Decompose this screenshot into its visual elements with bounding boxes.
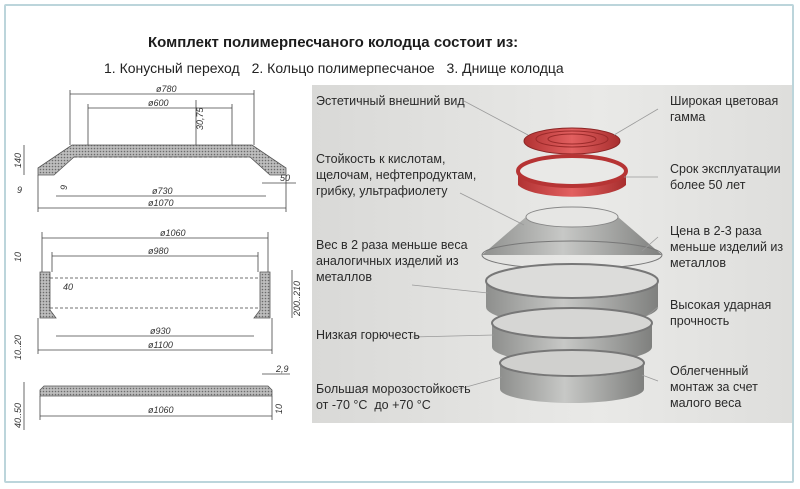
- page-title: Комплект полимерпесчаного колодца состои…: [148, 34, 519, 51]
- dim-base-edge: 10: [274, 404, 284, 414]
- manhole-exploded-view: [411, 100, 663, 403]
- base-drawing: [23, 373, 290, 430]
- feature-easy-installation: Облегченный монтаж за счет малого веса: [670, 364, 758, 410]
- dim-cone-bottom-inner: ø730: [152, 186, 173, 196]
- components-list: 1. Конусный переход 2. Кольцо полимерпес…: [104, 60, 572, 76]
- dim-cone-wall: 9: [59, 185, 69, 190]
- dim-cone-top-outer: ø780: [156, 84, 177, 94]
- dim-base-thk: 40..50: [13, 403, 23, 428]
- dim-ring-height: 200..210: [292, 281, 302, 317]
- technical-drawings: ø780 ø600 30,75 140 9 9 50 ø730 ø1070 ø1…: [13, 84, 302, 430]
- feature-impact-strength: Высокая ударная прочность: [670, 298, 772, 328]
- dim-cone-step: 50: [280, 173, 290, 183]
- dim-ring-top: ø1060: [160, 228, 186, 238]
- dim-ring-inner-bottom: ø930: [150, 326, 171, 336]
- feature-service-life: Срок эксплуатации более 50 лет: [670, 162, 781, 192]
- hatch-frame: [516, 154, 628, 197]
- cover-lid: [523, 127, 621, 155]
- dim-ring-top-thk: 10: [13, 252, 23, 262]
- component-ring: 2. Кольцо полимерпесчаное: [251, 60, 435, 76]
- dim-cone-top-inner: ø600: [148, 98, 169, 108]
- feature-frost-resistance: Большая морозостойкость от -70 °С до +70…: [316, 382, 471, 412]
- dim-ring-bottom-thk: 10..20: [13, 335, 23, 360]
- feature-light-weight: Вес в 2 раза меньше веса аналогичных изд…: [316, 238, 468, 284]
- dim-cone-angle: 30,75: [195, 106, 205, 130]
- dim-base-diameter: ø1060: [148, 405, 174, 415]
- product-panel: Эстетичный внешний вид Стойкость к кисло…: [312, 85, 792, 423]
- cone-section: [481, 206, 663, 270]
- dim-ring-wall: 40: [63, 282, 73, 292]
- dim-ring-inner-top: ø980: [148, 246, 169, 256]
- dim-base-rim: 2,9: [275, 364, 289, 374]
- base-section: [499, 349, 645, 403]
- dim-cone-height: 140: [13, 153, 23, 168]
- dim-cone-flange: 9: [17, 185, 22, 195]
- feature-chemical-resistance: Стойкость к кислотам, щелочам, нефтепрод…: [316, 152, 477, 198]
- feature-low-flammability: Низкая горючесть: [316, 328, 420, 342]
- ring-drawing: [37, 232, 293, 354]
- component-base: 3. Днище колодца: [446, 60, 564, 76]
- page-frame: [4, 4, 794, 483]
- feature-price: Цена в 2-3 раза меньше изделий из металл…: [670, 224, 784, 270]
- dim-cone-bottom-outer: ø1070: [148, 198, 174, 208]
- leader-lines: [411, 100, 659, 392]
- feature-color-range: Широкая цветовая гамма: [670, 94, 779, 124]
- component-cone: 1. Конусный переход: [104, 60, 240, 76]
- cone-drawing: [23, 90, 296, 212]
- dim-ring-outer-bottom: ø1100: [148, 340, 173, 350]
- feature-aesthetic: Эстетичный внешний вид: [316, 94, 465, 108]
